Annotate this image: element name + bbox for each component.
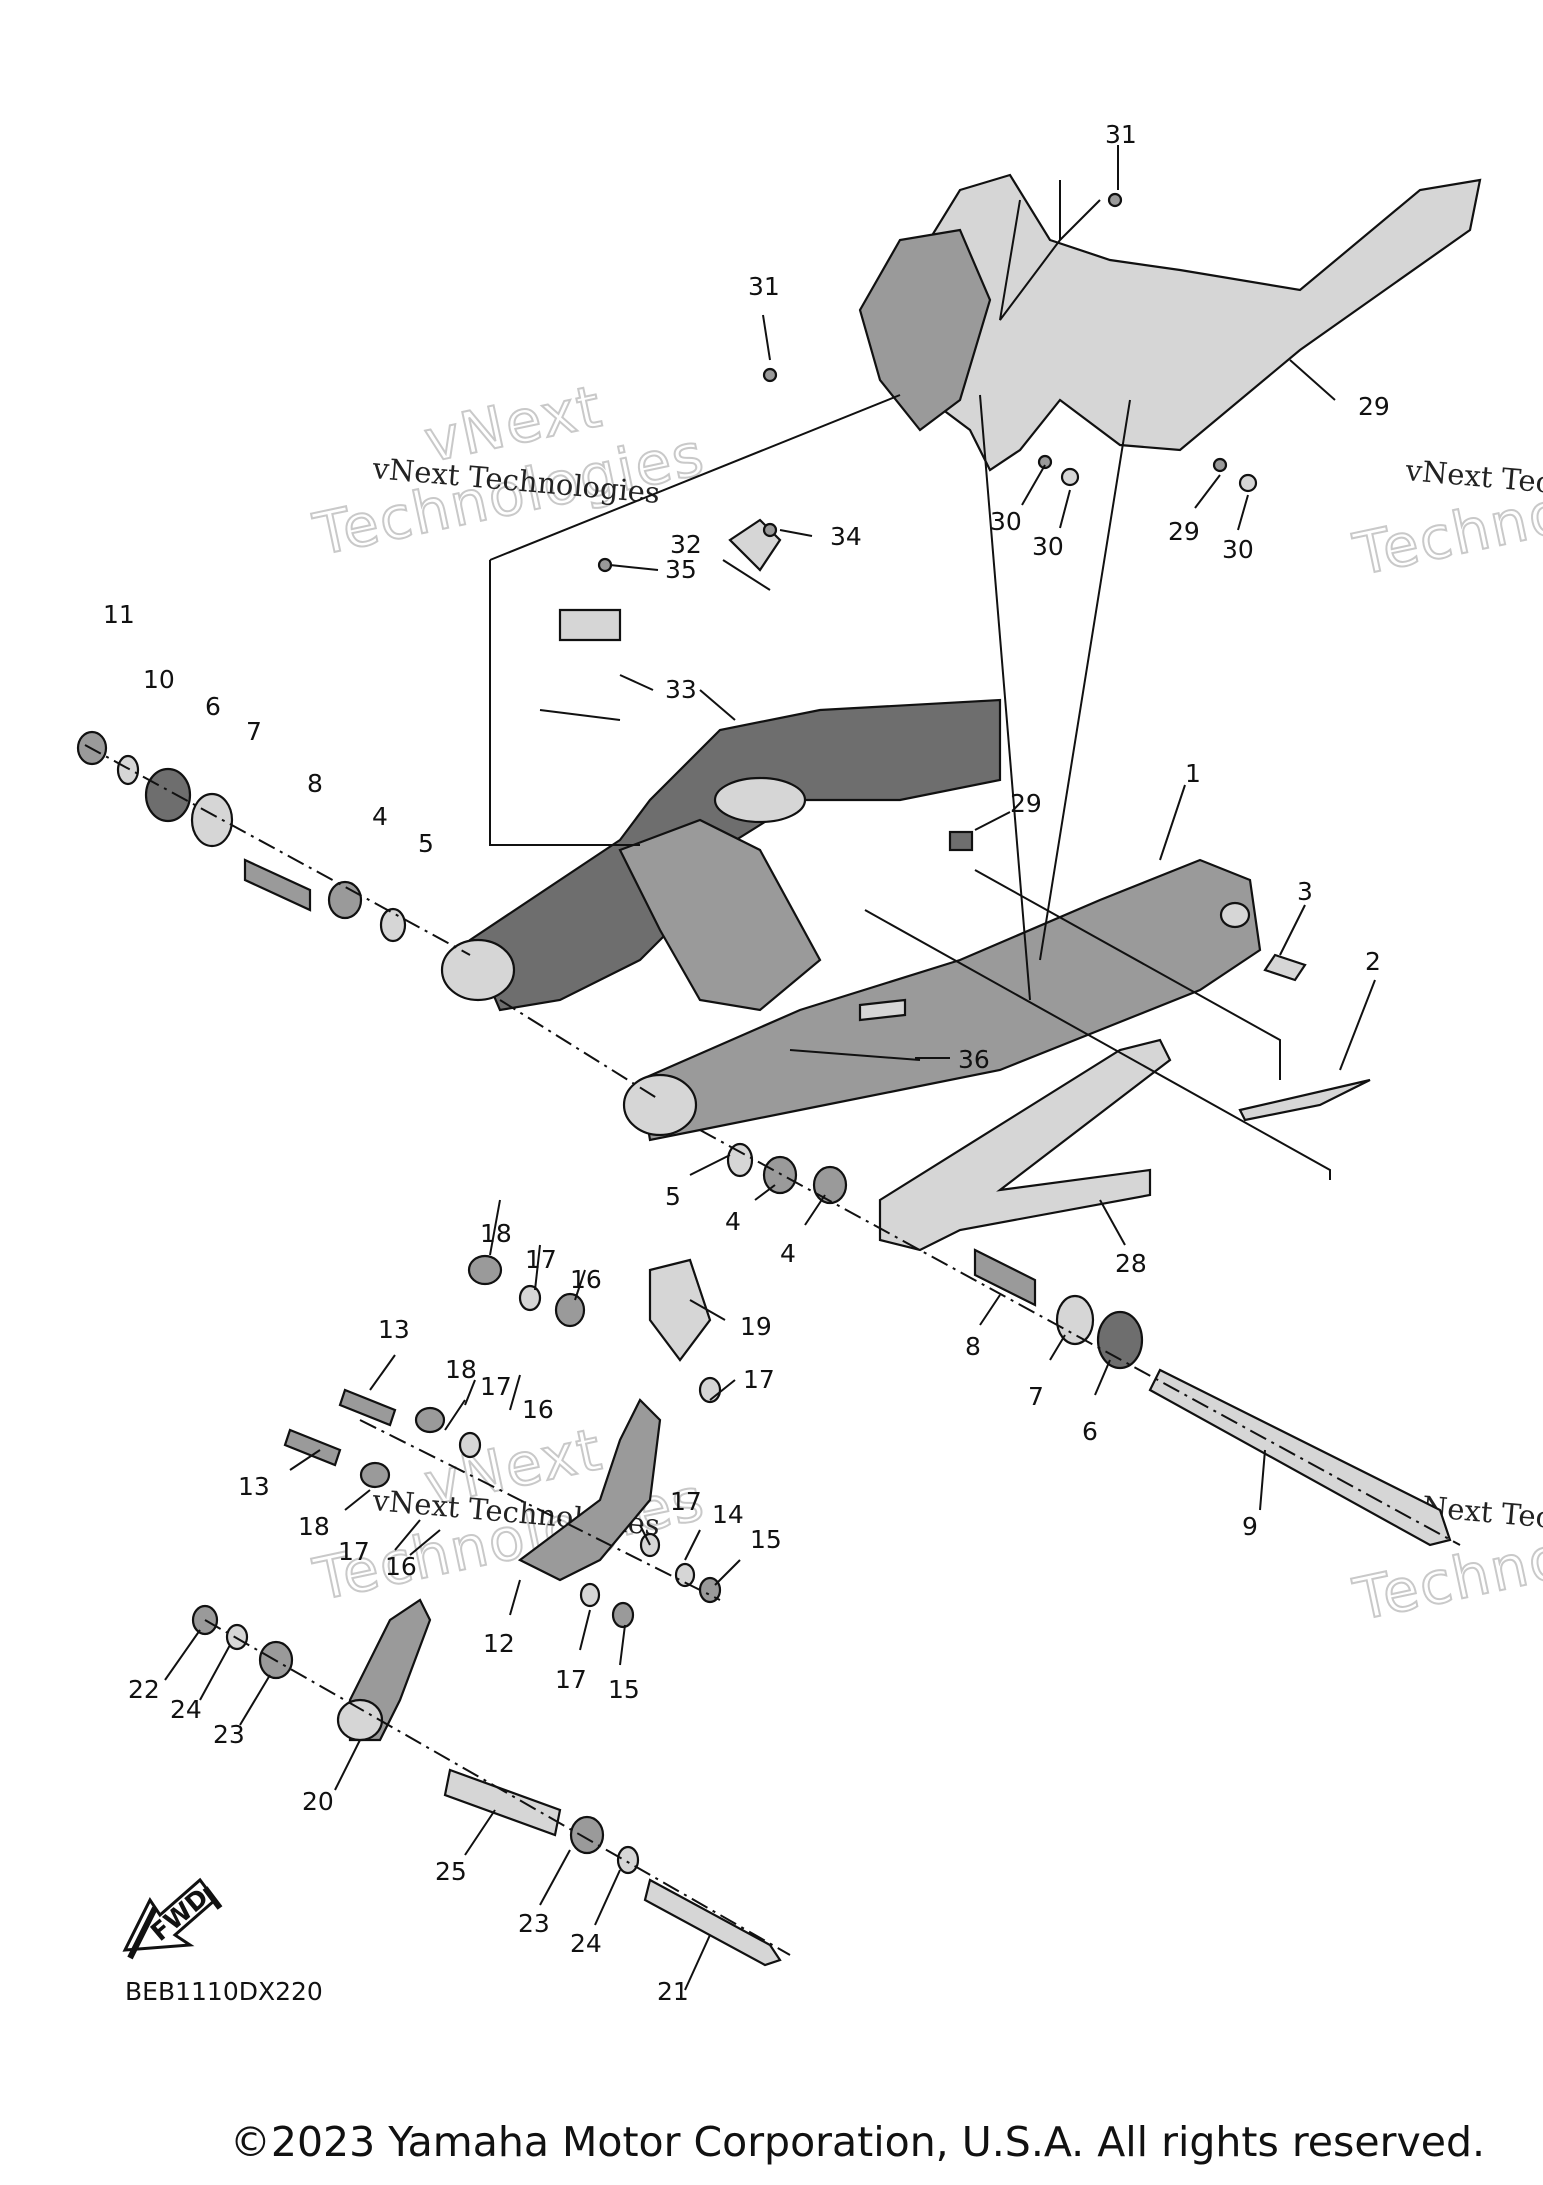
fwd-arrow-icon: FWD <box>122 1877 223 1960</box>
callout-24: 24 <box>570 1929 602 1958</box>
callout-22: 22 <box>128 1675 160 1704</box>
swingarm-part <box>440 698 1262 1142</box>
callout-11: 11 <box>103 600 135 629</box>
callout-4: 4 <box>725 1207 741 1236</box>
callout-31: 31 <box>1105 120 1137 149</box>
callout-25: 25 <box>435 1857 467 1886</box>
callout-9: 9 <box>1242 1512 1258 1541</box>
callout-17: 17 <box>338 1537 370 1566</box>
callout-1: 1 <box>1185 759 1201 788</box>
callout-2: 2 <box>1365 947 1381 976</box>
callout-17: 17 <box>525 1245 557 1274</box>
connecting-rod-part <box>336 1598 432 1742</box>
callout-17: 17 <box>480 1372 512 1401</box>
callout-14: 14 <box>712 1500 744 1529</box>
callout-21: 21 <box>657 1977 689 2006</box>
callout-5: 5 <box>665 1182 681 1211</box>
callout-13: 13 <box>378 1315 410 1344</box>
callout-16: 16 <box>522 1395 554 1424</box>
callout-6: 6 <box>1082 1417 1098 1446</box>
callout-labels: 31 31 29 30 30 29 30 32 34 35 33 11 10 6… <box>103 120 1390 2006</box>
callout-4: 4 <box>372 802 388 831</box>
callout-28: 29 <box>1010 789 1042 818</box>
callout-29: 30 <box>990 507 1022 536</box>
copyright-footer: ©2023 Yamaha Motor Corporation, U.S.A. A… <box>229 2118 1485 2166</box>
callout-31: 31 <box>748 272 780 301</box>
callout-17: 17 <box>743 1365 775 1394</box>
diagram-code: BEB1110DX220 <box>125 1977 323 2006</box>
callout-23: 23 <box>518 1909 550 1938</box>
callout-15: 15 <box>608 1675 640 1704</box>
callout-4: 4 <box>780 1239 796 1268</box>
leader-lines <box>164 145 1376 1991</box>
rear-fender-part <box>858 173 1482 472</box>
callout-24: 24 <box>170 1695 202 1724</box>
callout-32: 32 <box>670 530 702 559</box>
callout-8: 8 <box>307 769 323 798</box>
lower-shafts-part <box>443 1768 782 1967</box>
callout-7: 7 <box>1028 1382 1044 1411</box>
callout-30: 30 <box>1032 532 1064 561</box>
callout-16: 16 <box>570 1265 602 1294</box>
callout-26: 28 <box>1115 1249 1147 1278</box>
callout-34: 34 <box>830 522 862 551</box>
callout-13: 13 <box>238 1472 270 1501</box>
callout-16: 16 <box>385 1552 417 1581</box>
callout-17: 17 <box>670 1487 702 1516</box>
callout-18: 18 <box>298 1512 330 1541</box>
callout-23: 23 <box>213 1720 245 1749</box>
callout-10: 10 <box>143 665 175 694</box>
callout-19: 19 <box>740 1312 772 1341</box>
relay-arm-part <box>517 1258 712 1582</box>
callout-35: 35 <box>665 555 697 584</box>
callout-20: 20 <box>302 1787 334 1816</box>
callout-3: 3 <box>1297 877 1313 906</box>
callout-18: 18 <box>480 1219 512 1248</box>
callout-33: 33 <box>665 675 697 704</box>
pivot-shaft-part <box>1148 1368 1452 1547</box>
callout-6: 6 <box>205 692 221 721</box>
callout-18: 18 <box>445 1355 477 1384</box>
callout-12: 12 <box>483 1629 515 1658</box>
callout-36: 36 <box>958 1045 990 1074</box>
callout-5: 5 <box>418 829 434 858</box>
callout-17: 17 <box>555 1665 587 1694</box>
callout-27: 29 <box>1358 392 1390 421</box>
center-lines <box>84 180 1461 1956</box>
callout-8: 8 <box>965 1332 981 1361</box>
callout-15: 15 <box>750 1525 782 1554</box>
callout-30: 30 <box>1222 535 1254 564</box>
callout-7: 7 <box>246 717 262 746</box>
callout-29: 29 <box>1168 517 1200 546</box>
chain-guide-part <box>878 1038 1172 1252</box>
